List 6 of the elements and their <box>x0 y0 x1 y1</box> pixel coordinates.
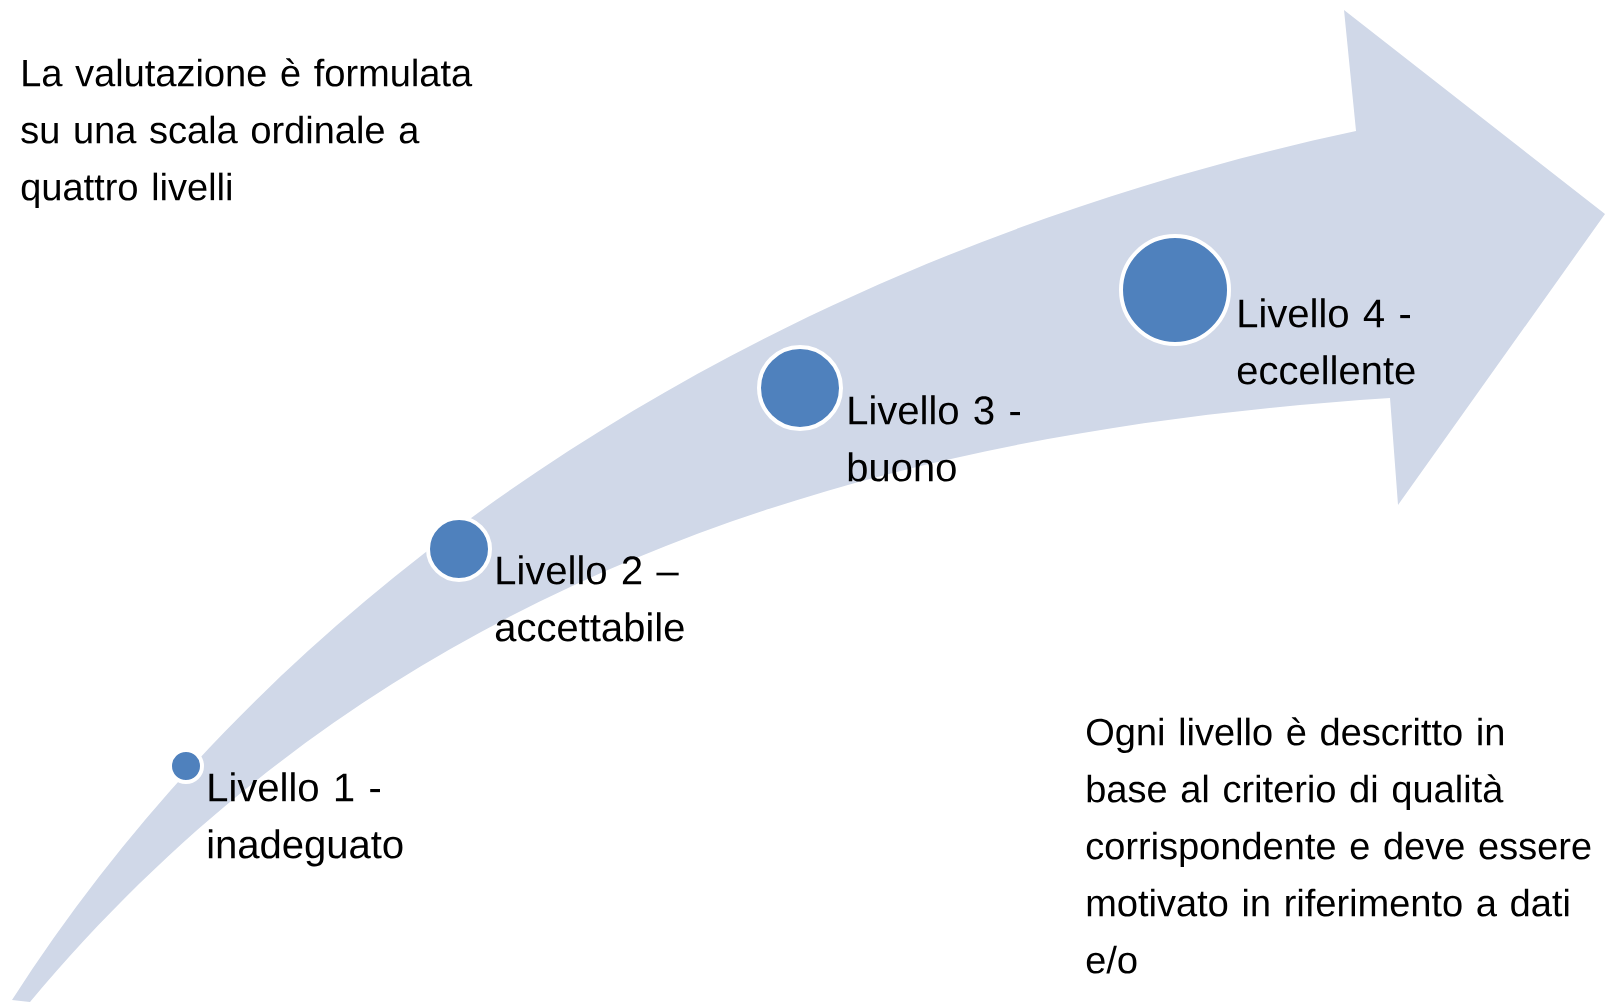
level-label: Livello 4 - eccellente <box>1237 298 1415 385</box>
level-label: Livello 3 - buono <box>848 395 1020 482</box>
level-label: Livello 1 - inadeguato <box>208 772 403 867</box>
note-text: La valutazione è formulata su una scala ordinale a quattro livelli <box>21 58 473 209</box>
level-label: Livello 2 – accettabile <box>495 555 684 642</box>
note-text: Ogni livello è descritto in base al criterio di qualità corrispondente e deve essere motivato in riferimento a dati e/o <box>1086 717 1591 974</box>
